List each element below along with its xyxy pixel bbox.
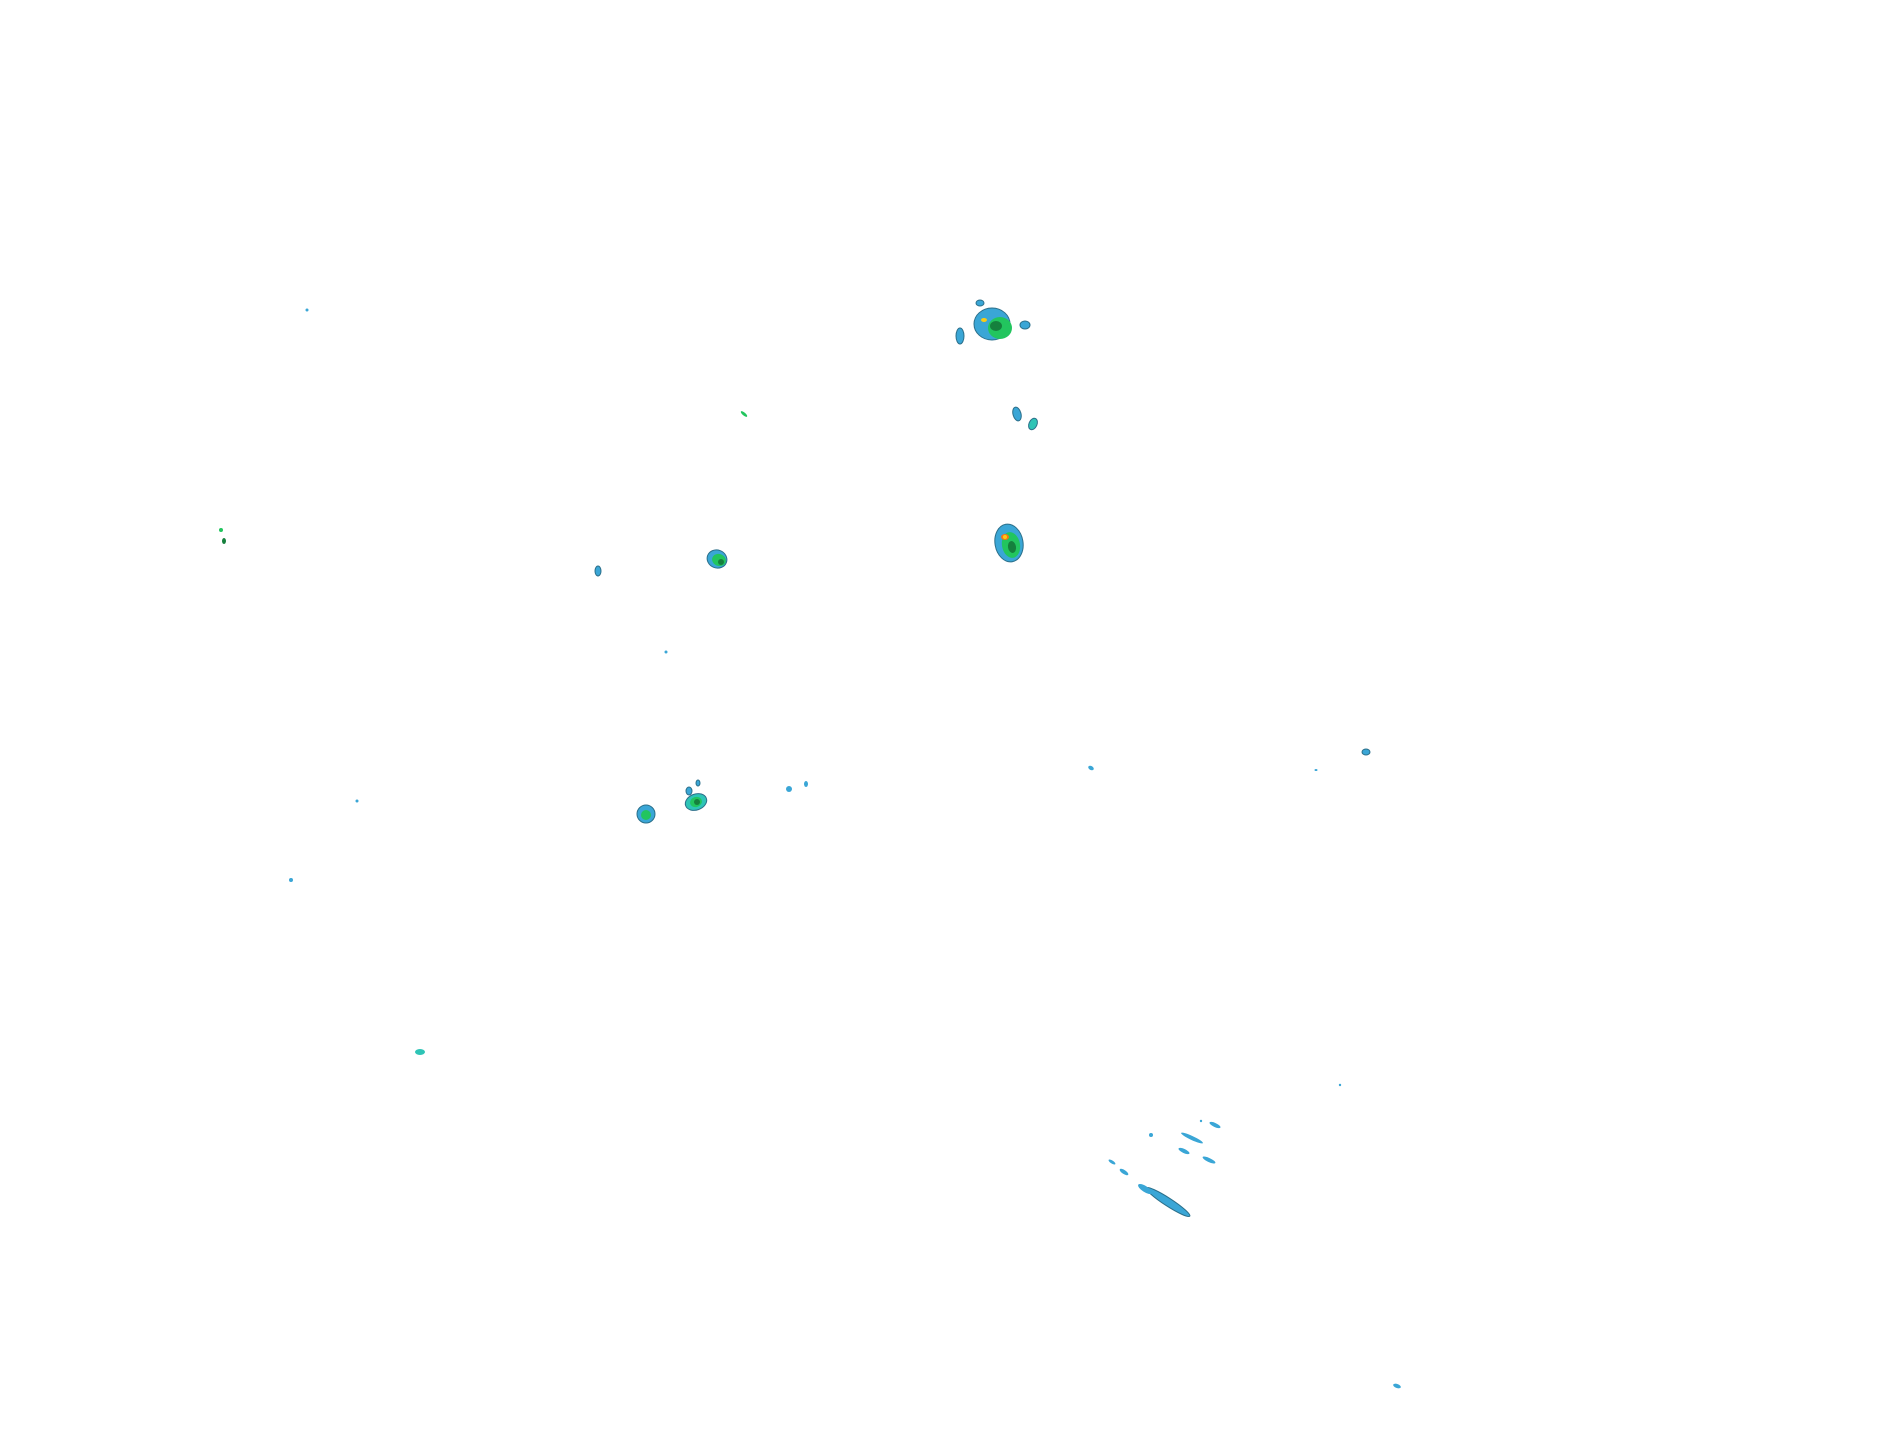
precip-cell-west (718, 559, 724, 565)
precip-cell-tiny (594, 565, 602, 577)
precip-cell-dot (355, 799, 359, 803)
precip-cell-far-west (219, 528, 223, 532)
precip-cell-dot (1088, 765, 1094, 771)
precip-cell-dot (664, 650, 668, 654)
precip-cell-southwest (695, 779, 701, 787)
precip-cell-north (990, 321, 1002, 331)
precip-cell-small (1028, 417, 1038, 431)
precip-cell-dot (1314, 769, 1318, 771)
precip-cell-dot (1361, 748, 1371, 756)
precip-band-south (1181, 1132, 1203, 1144)
precip-band-south (1202, 1156, 1216, 1164)
precip-cell-southwest (641, 810, 651, 820)
precip-band-south (1119, 1168, 1129, 1176)
precip-cell-dot (289, 878, 293, 882)
precip-cell-north-fringe (975, 299, 985, 307)
precip-cell-small (1012, 406, 1022, 422)
precip-cell-southwest (786, 786, 792, 792)
precip-band-south (1145, 1186, 1191, 1218)
precip-cell-central (1007, 541, 1017, 553)
precip-band-south (1199, 1119, 1203, 1123)
precip-cell-dot (415, 1049, 425, 1055)
precip-cell-dot (1393, 1383, 1401, 1389)
precip-band-south (1209, 1121, 1221, 1129)
precip-band-south (1149, 1133, 1153, 1137)
precip-cell-southwest (685, 786, 693, 796)
precip-band-south (1178, 1147, 1190, 1155)
precip-cell-far-west (222, 538, 226, 544)
precip-band-south (1108, 1159, 1116, 1165)
precip-cell-southwest (694, 799, 700, 805)
precip-cell-dot (305, 308, 309, 312)
precip-cell-central-core (1003, 535, 1007, 539)
precip-cell-southwest (804, 781, 808, 787)
precip-cell-north-fringe (955, 327, 965, 345)
precip-cell-dot (1338, 1083, 1342, 1087)
precip-cell-streak (740, 411, 748, 417)
precip-cell-north (981, 318, 987, 322)
precip-cell-north-fringe (1019, 320, 1031, 330)
precip-band-south (1138, 1183, 1152, 1195)
precipitation-cells (219, 299, 1401, 1389)
